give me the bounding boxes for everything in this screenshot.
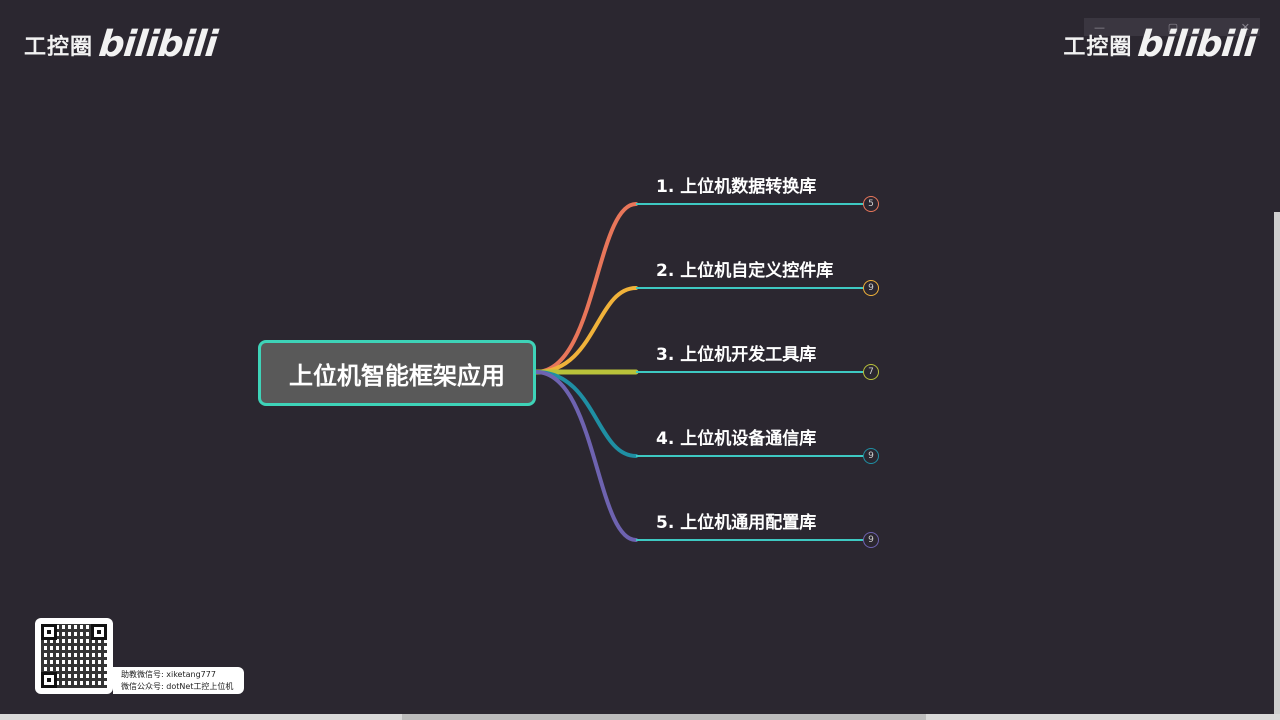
branch-label-5[interactable]: 5. 上位机通用配置库 bbox=[656, 513, 817, 533]
branch-label-1[interactable]: 1. 上位机数据转换库 bbox=[656, 177, 817, 197]
restore-icon[interactable]: ▢ bbox=[1167, 20, 1179, 34]
branch-label-2[interactable]: 2. 上位机自定义控件库 bbox=[656, 261, 834, 281]
minimize-icon[interactable]: — bbox=[1094, 20, 1105, 34]
horizontal-scrollbar-thumb[interactable] bbox=[402, 714, 926, 720]
branch-connector-4 bbox=[534, 370, 638, 458]
qr-finder bbox=[91, 624, 107, 640]
branch-label-4[interactable]: 4. 上位机设备通信库 bbox=[656, 429, 817, 449]
branch-count-badge-4[interactable]: 9 bbox=[863, 448, 879, 464]
contact-wechat: 助教微信号: xiketang777 bbox=[121, 670, 216, 679]
branch-label-3[interactable]: 3. 上位机开发工具库 bbox=[656, 345, 817, 365]
branch-count-badge-2[interactable]: 9 bbox=[863, 280, 879, 296]
contact-official-account: 微信公众号: dotNet工控上位机 bbox=[121, 682, 234, 691]
window-controls[interactable]: — ▢ ✕ bbox=[1084, 18, 1260, 36]
qr-finder bbox=[41, 672, 57, 688]
qr-code bbox=[35, 618, 113, 694]
qr-finder bbox=[41, 624, 57, 640]
vertical-scrollbar[interactable] bbox=[1274, 212, 1280, 720]
branch-count-badge-1[interactable]: 5 bbox=[863, 196, 879, 212]
watermark-text: 工控圈 bbox=[24, 34, 94, 60]
branch-connector-5 bbox=[534, 370, 638, 542]
branch-connector-2 bbox=[534, 286, 638, 374]
close-icon[interactable]: ✕ bbox=[1240, 20, 1250, 34]
branch-count-badge-3[interactable]: 7 bbox=[863, 364, 879, 380]
mindmap-root-node[interactable]: 上位机智能框架应用 bbox=[258, 340, 536, 406]
contact-info: 助教微信号: xiketang777 微信公众号: dotNet工控上位机 bbox=[113, 667, 244, 694]
watermark-right: 工控圈 bilibili bbox=[1063, 24, 1258, 65]
watermark-text: 工控圈 bbox=[1063, 34, 1133, 60]
branch-connector-1 bbox=[534, 202, 638, 374]
watermark-left: 工控圈 bilibili bbox=[24, 24, 219, 65]
branch-count-badge-5[interactable]: 9 bbox=[863, 532, 879, 548]
